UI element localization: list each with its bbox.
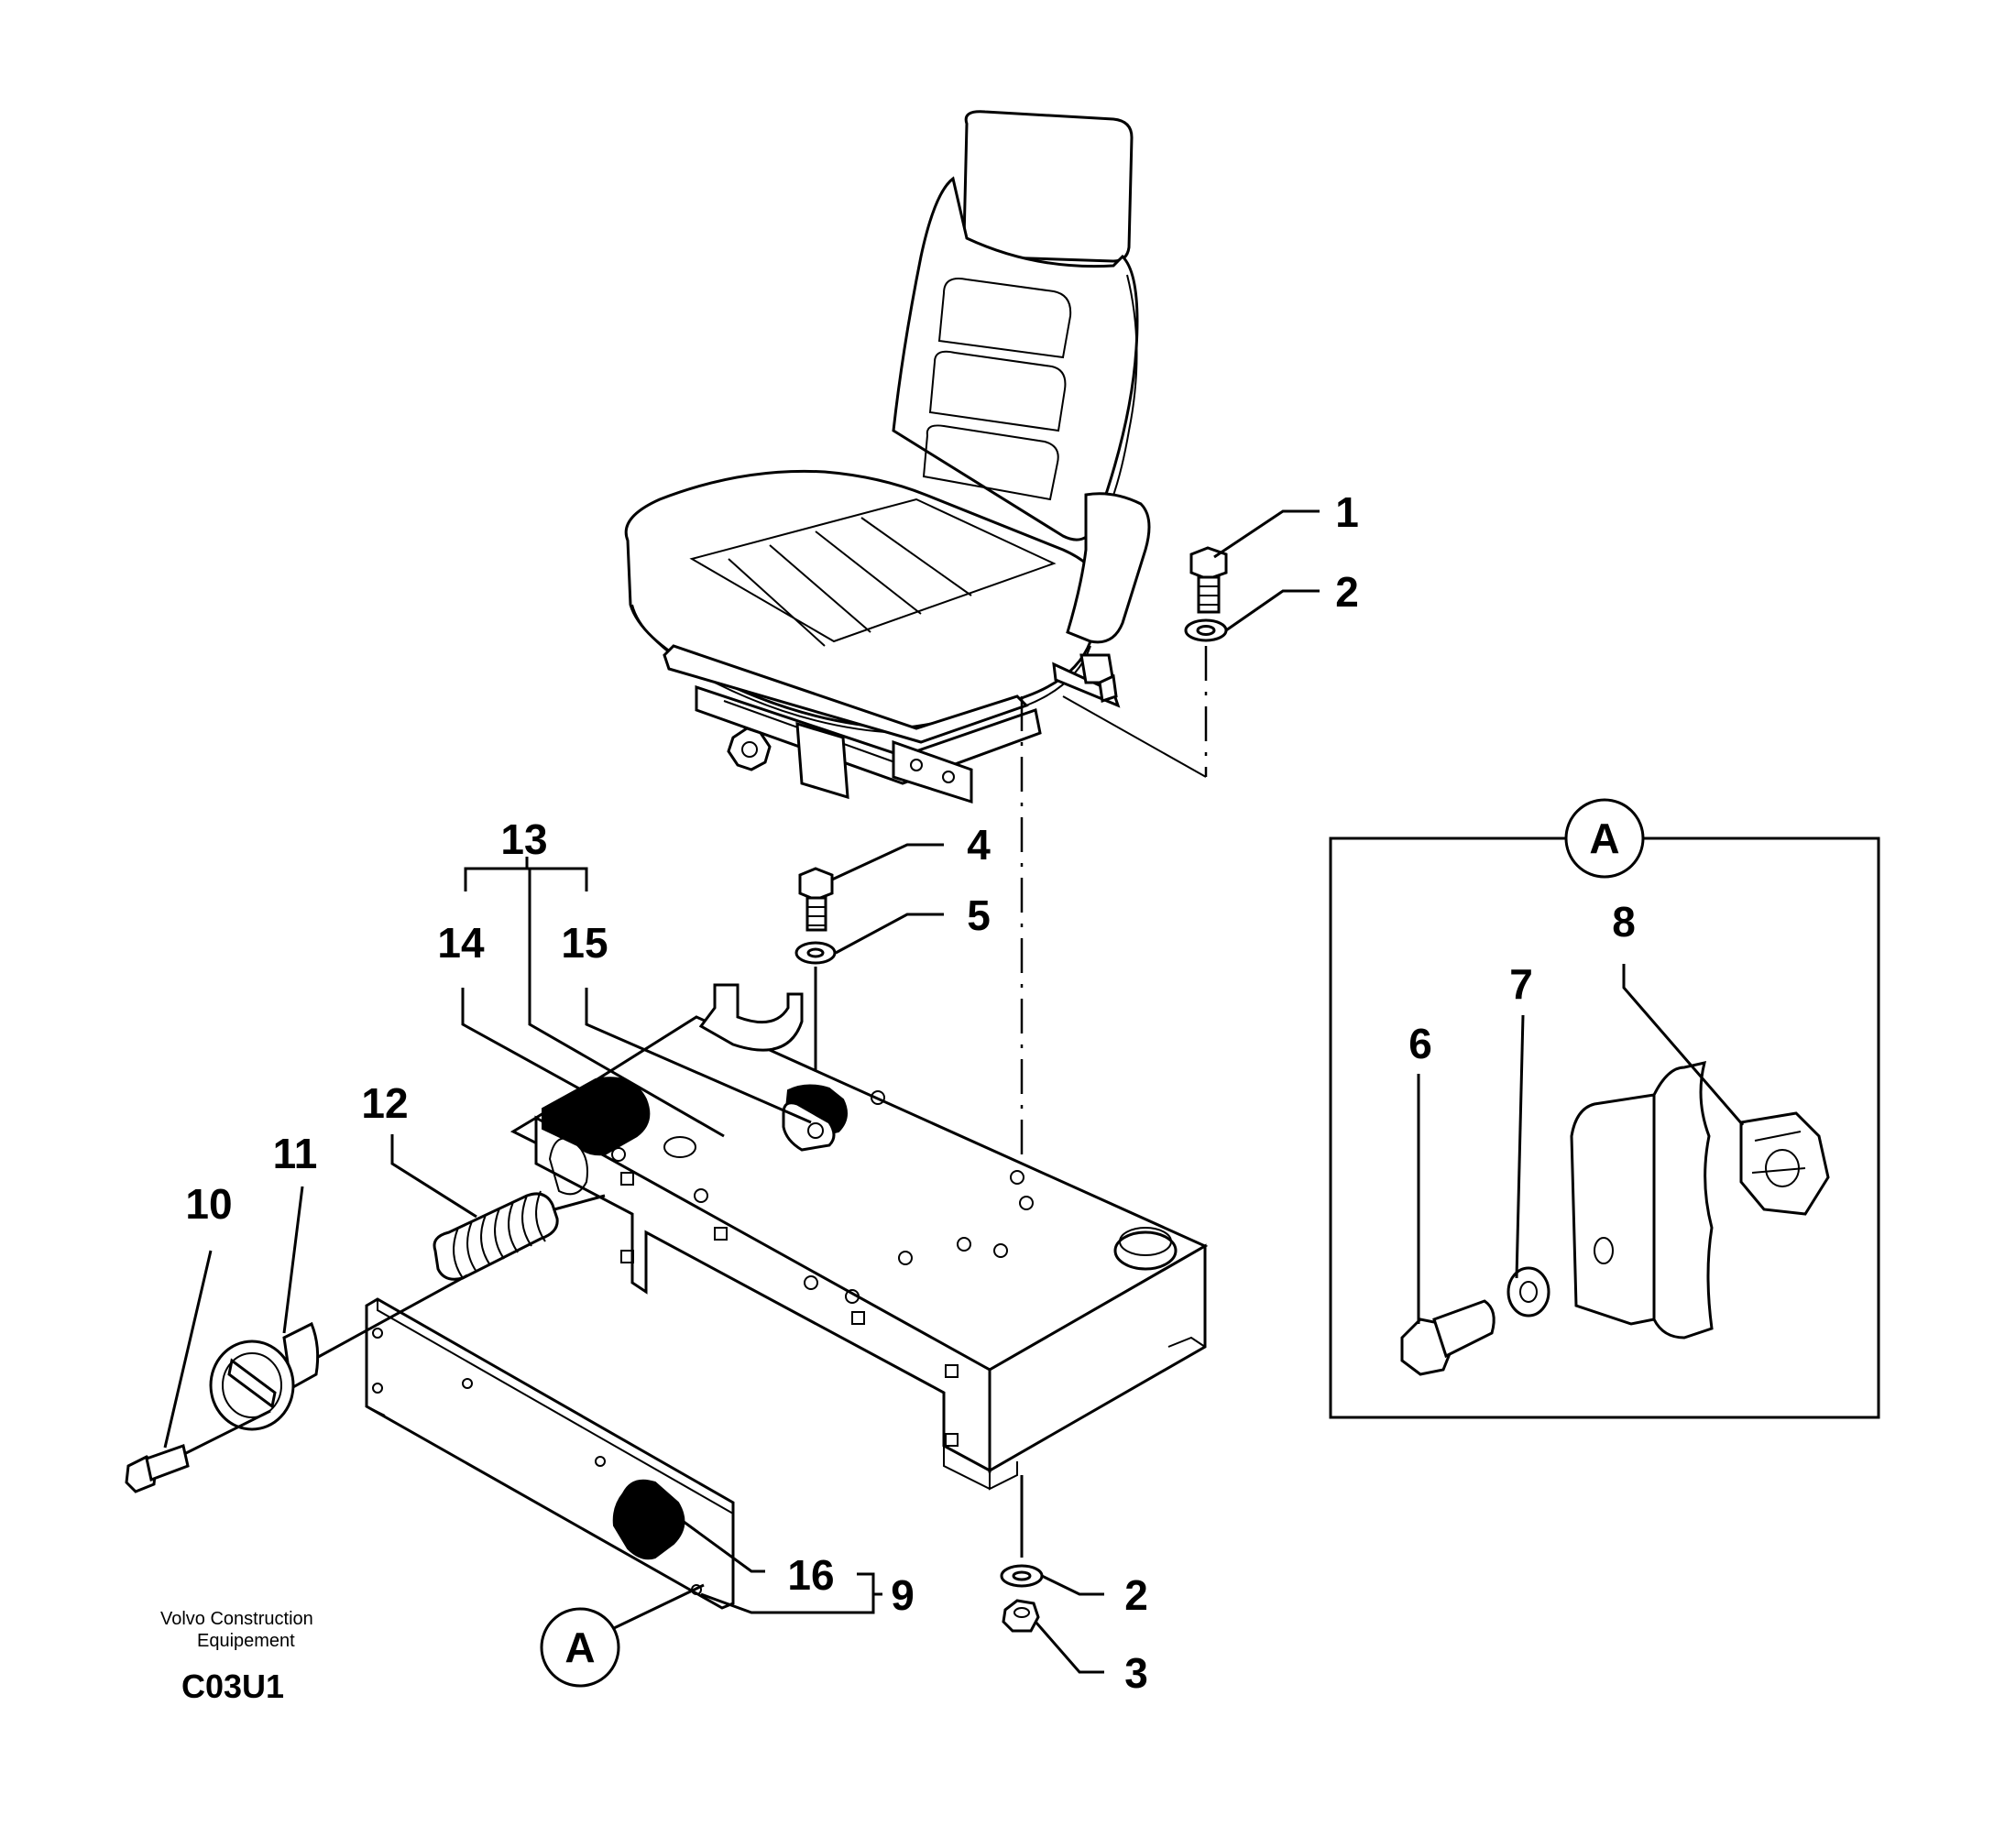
- label-part-3: 3: [1124, 1649, 1148, 1697]
- maker-line-2: Equipement: [197, 1631, 295, 1651]
- detail-a-box: [1329, 837, 1880, 1419]
- leader-lines: [163, 509, 1745, 1674]
- maker-line-1: Volvo Construction: [160, 1609, 313, 1629]
- nut-3: [1002, 1599, 1040, 1633]
- detail-marker-bottom-label: A: [564, 1624, 595, 1671]
- label-part-14: 14: [437, 919, 485, 967]
- label-part-9: 9: [891, 1571, 915, 1619]
- label-part-11: 11: [273, 1130, 318, 1177]
- spring-12: [311, 1190, 606, 1362]
- detail-marker-top-label: A: [1589, 815, 1619, 862]
- label-part-7: 7: [1509, 960, 1533, 1008]
- label-part-2-bottom: 2: [1124, 1571, 1148, 1619]
- label-part-15: 15: [561, 919, 608, 967]
- bolt-1: [1189, 546, 1228, 614]
- knob-11: [178, 1321, 320, 1459]
- label-part-5: 5: [967, 891, 991, 939]
- label-part-10: 10: [185, 1180, 232, 1228]
- label-part-13: 13: [500, 815, 547, 863]
- washer-5: [794, 941, 837, 965]
- label-part-1: 1: [1335, 488, 1359, 536]
- drawing-code: C03U1: [181, 1668, 284, 1705]
- washer-2-top: [1184, 618, 1228, 642]
- label-part-4: 4: [967, 821, 991, 869]
- detail-marker-top: A: [1564, 798, 1645, 879]
- label-part-16: 16: [787, 1551, 834, 1599]
- side-panel-9: [365, 1297, 735, 1610]
- washer-2-bottom: [1000, 1564, 1044, 1588]
- label-part-6: 6: [1408, 1020, 1432, 1067]
- label-part-12: 12: [361, 1079, 408, 1127]
- bolt-10: [125, 1444, 190, 1493]
- seat-base-frame: [509, 983, 1209, 1491]
- bolt-4: [798, 867, 834, 932]
- detail-marker-bottom: A: [540, 1607, 620, 1688]
- label-part-8: 8: [1612, 898, 1636, 946]
- seat-drawing: [624, 110, 1151, 804]
- label-part-2-top: 2: [1335, 568, 1359, 616]
